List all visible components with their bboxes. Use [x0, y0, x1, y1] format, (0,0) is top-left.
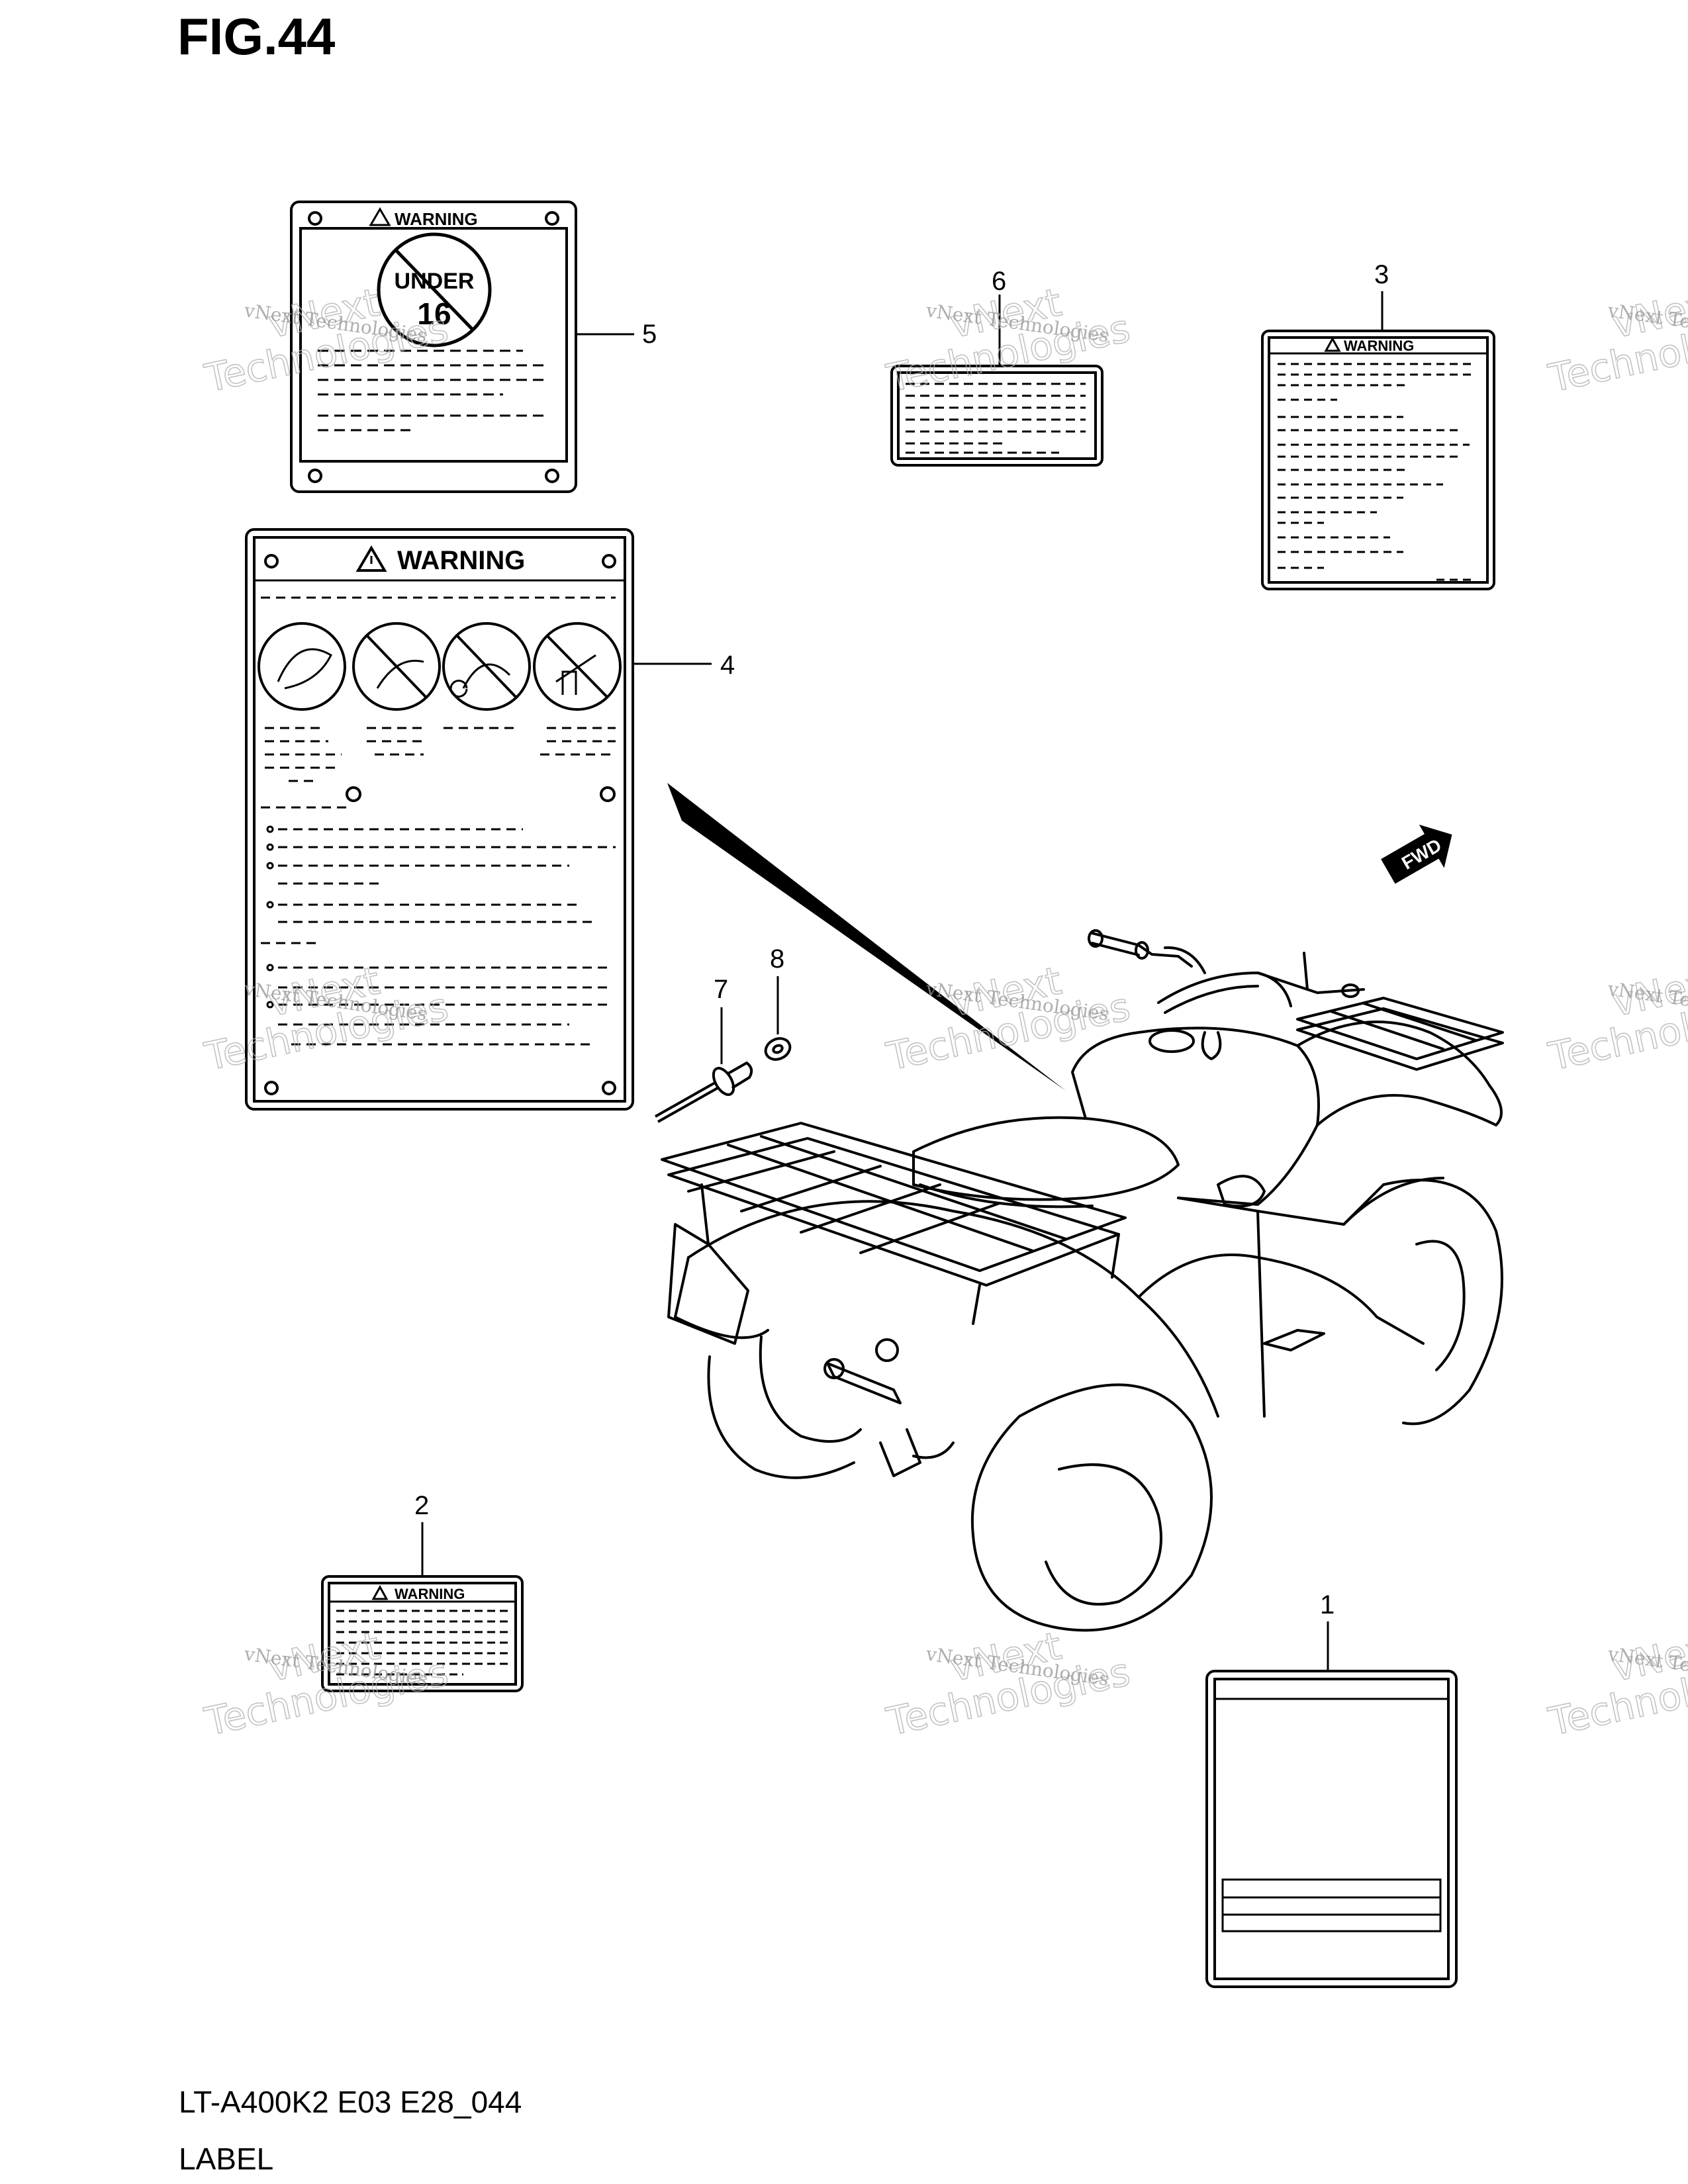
label-5-age-line1: UNDER: [395, 269, 475, 294]
figure-title: FIG.44: [177, 7, 335, 66]
label-5-warning-heading: WARNING: [395, 209, 478, 229]
callout-4: 4: [720, 651, 735, 680]
label-3-warning-heading: WARNING: [1344, 338, 1414, 354]
placement-arrow: [667, 783, 1066, 1091]
callout-7: 7: [714, 975, 728, 1004]
label-2-warning-heading: WARNING: [395, 1586, 465, 1602]
callout-5: 5: [642, 320, 657, 349]
atv-illustration: [661, 929, 1504, 1632]
washer-8[interactable]: [762, 1034, 793, 1063]
callout-2: 2: [414, 1491, 429, 1520]
label-3-warning[interactable]: [1261, 330, 1495, 590]
callout-1: 1: [1320, 1590, 1335, 1619]
callout-8: 8: [770, 944, 784, 974]
label-4-warning[interactable]: [245, 528, 634, 1111]
section-name: LABEL: [179, 2142, 273, 2176]
label-5-under-16-warning[interactable]: [290, 201, 577, 493]
label-5-age-line2: 16: [417, 296, 451, 331]
rivet-7[interactable]: [655, 1061, 753, 1123]
label-6[interactable]: [890, 365, 1103, 467]
label-4-warning-heading: WARNING: [397, 546, 525, 575]
label-1[interactable]: [1205, 1670, 1458, 1988]
callout-3: 3: [1374, 260, 1389, 289]
fwd-arrow-icon: [1381, 825, 1452, 884]
watermark-group: vNext Technologies vNext Technologies vN…: [200, 279, 1688, 1745]
callout-6: 6: [992, 267, 1006, 296]
model-code: LT-A400K2 E03 E28_044: [179, 2085, 522, 2119]
